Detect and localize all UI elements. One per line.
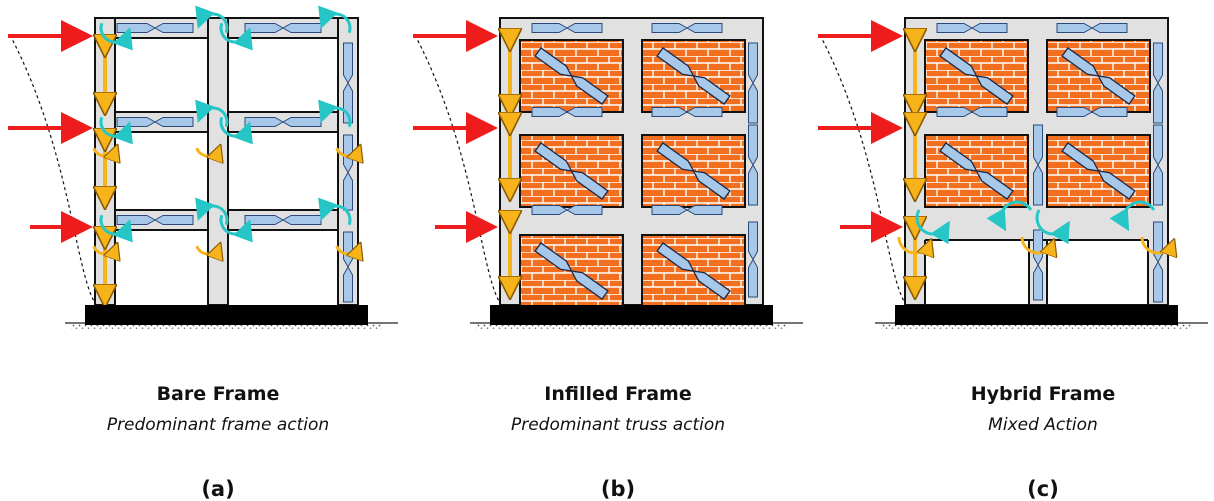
moment-arrow [1140,236,1173,253]
beam-force-arrow [244,215,322,225]
open-storey [1048,240,1149,304]
diagonal-strut-arrow [534,242,609,300]
foundation-slab [895,305,1178,325]
moment-arrow [219,214,253,243]
caption-subtitle-b: Predominant truss action [510,415,726,435]
column [207,17,229,306]
diagonal-strut-arrow [939,47,1014,105]
column-force-arrow [1153,221,1163,303]
beam-force-arrow [936,107,1008,117]
moment-arrow [195,99,229,128]
diagonal-strut-arrow [656,47,731,105]
panel-c [818,17,1208,330]
moment-arrow [1109,200,1156,232]
caption-title-c: Hybrid Frame [970,383,1116,405]
beam-force-arrow [531,23,603,33]
beam-force-arrow [531,107,603,117]
moment-arrow [99,22,133,51]
caption-label-b: (b) [600,477,636,501]
column-force-arrow [1153,42,1163,124]
beam-force-arrow [651,23,723,33]
diagram-stage [8,5,1208,330]
moment-arrow [318,99,352,128]
diagonal-strut-arrow [1061,142,1136,200]
diagonal-strut-arrow [534,142,609,200]
beam-force-arrow [1056,107,1128,117]
caption-label-c: (c) [1027,477,1059,501]
moment-arrow [986,200,1033,232]
moment-arrow [99,214,133,243]
moment-arrow [92,148,117,156]
beam-force-arrow [531,205,603,215]
moment-arrow [335,148,360,156]
column-force-arrow [1033,124,1043,206]
soil-hatch [476,323,787,330]
column-force-arrow [748,42,758,124]
caption-title-a: Bare Frame [156,383,280,405]
diagonal-strut-arrow [656,142,731,200]
beam-force-arrow [651,107,723,117]
column-force-arrow [748,124,758,206]
moment-arrow [92,246,117,254]
deflected-shape [9,34,96,304]
moment-arrow [219,116,253,145]
foundation-slab [490,305,773,325]
moment-arrow [318,197,352,226]
diagonal-strut-arrow [656,242,731,300]
column-force-arrow [1153,124,1163,206]
beam-force-arrow [1056,23,1128,33]
deflected-shape [819,34,906,304]
moment-arrow [195,5,229,34]
beam-force-arrow [936,23,1008,33]
diagonal-strut-arrow [534,47,609,105]
moment-arrow [335,246,360,254]
moment-arrow [99,116,133,145]
caption-subtitle-a: Predominant frame action [106,415,330,435]
column-force-arrow [748,221,758,298]
moment-arrow [195,197,229,226]
moment-arrow [1035,209,1070,245]
open-storey [926,240,1029,304]
caption-title-b: Infilled Frame [544,383,692,405]
deflected-shape [414,34,501,304]
diagonal-strut-arrow [939,142,1014,200]
diagonal-strut-arrow [1061,47,1136,105]
moment-arrow [195,246,220,254]
caption-subtitle-c: Mixed Action [988,415,1098,435]
caption-label-a: (a) [201,477,235,501]
moment-arrow [219,22,253,51]
moment-arrow [195,148,220,156]
frame [94,17,359,306]
beam-force-arrow [651,205,723,215]
moment-arrow [318,5,352,34]
soil-hatch [71,323,382,330]
panel-b [413,17,803,330]
moment-arrow [1020,236,1053,253]
moment-arrow [915,209,950,245]
foundation-slab [85,305,368,325]
panel-a [8,5,398,330]
soil-hatch [881,323,1192,330]
